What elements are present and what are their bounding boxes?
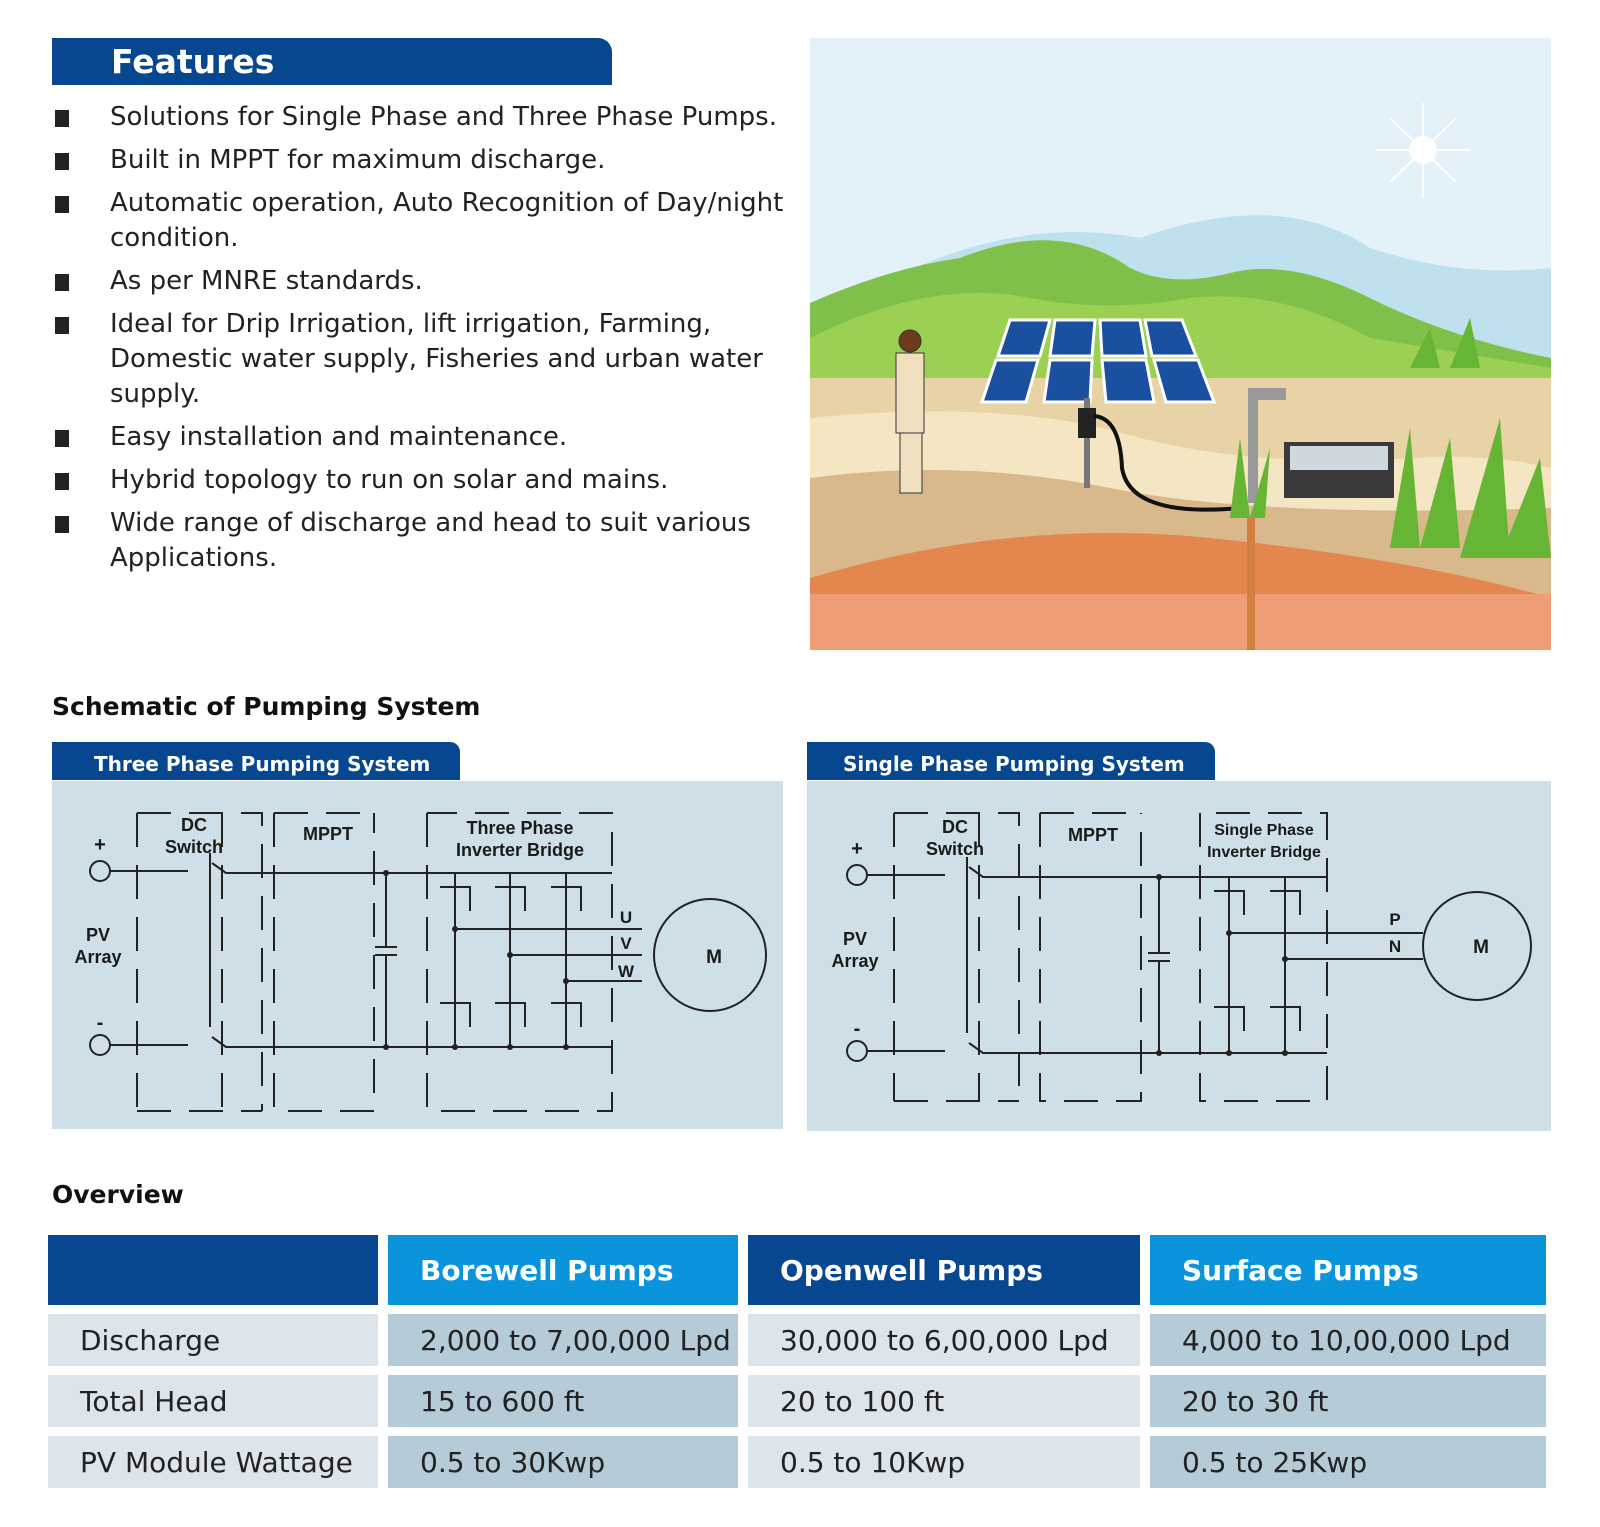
phase-w-label: W — [618, 962, 635, 981]
table-header-cell: Surface Pumps — [1150, 1235, 1546, 1305]
switch-label: Switch — [926, 839, 984, 859]
overview-table: Borewell Pumps Openwell Pumps Surface Pu… — [38, 1226, 1556, 1497]
table-cell: 0.5 to 30Kwp — [388, 1436, 738, 1488]
features-header-bar: Features — [52, 38, 612, 85]
single-phase-tab: Single Phase Pumping System — [807, 742, 1215, 780]
table-cell: PV Module Wattage — [48, 1436, 378, 1488]
table-row: PV Module Wattage 0.5 to 30Kwp 0.5 to 10… — [48, 1436, 1546, 1488]
inverter-label-line2: Inverter Bridge — [1207, 844, 1321, 861]
mppt-label: MPPT — [303, 824, 353, 844]
list-item: Easy installation and maintenance. — [52, 420, 812, 455]
table-row: Total Head 15 to 600 ft 20 to 100 ft 20 … — [48, 1375, 1546, 1427]
inverter-label-line1: Three Phase — [466, 818, 573, 838]
inverter-label-line2: Inverter Bridge — [456, 840, 584, 860]
table-cell: 20 to 30 ft — [1150, 1375, 1546, 1427]
table-cell: 4,000 to 10,00,000 Lpd — [1150, 1314, 1546, 1366]
table-row: Discharge 2,000 to 7,00,000 Lpd 30,000 t… — [48, 1314, 1546, 1366]
phase-v-label: V — [620, 934, 632, 953]
table-header-cell: Openwell Pumps — [748, 1235, 1140, 1305]
inverter-label-line1: Single Phase — [1214, 822, 1314, 839]
square-bullet-icon — [55, 473, 69, 490]
three-phase-schematic-panel: + - PV Array DC Switch MPPT Three Phase … — [52, 781, 783, 1129]
list-item: Solutions for Single Phase and Three Pha… — [52, 100, 812, 135]
table-cell: 0.5 to 25Kwp — [1150, 1436, 1546, 1488]
pv-minus-label: - — [854, 1018, 861, 1040]
table-cell: Total Head — [48, 1375, 378, 1427]
overview-title: Overview — [52, 1180, 184, 1209]
table-cell: 0.5 to 10Kwp — [748, 1436, 1140, 1488]
table-cell: Discharge — [48, 1314, 378, 1366]
dc-label: DC — [942, 817, 968, 837]
table-cell: 30,000 to 6,00,000 Lpd — [748, 1314, 1140, 1366]
pv-minus-label: - — [97, 1012, 104, 1034]
phase-u-label: U — [620, 908, 632, 927]
single-phase-schematic-panel: + - PV Array DC Switch MPPT Single Phase… — [807, 781, 1551, 1131]
single-phase-circuit-diagram: + - PV Array DC Switch MPPT Single Phase… — [831, 812, 1532, 1102]
square-bullet-icon — [55, 516, 69, 533]
pv-plus-label: + — [94, 834, 106, 856]
pv-plus-label: + — [851, 838, 863, 860]
table-header-cell: Borewell Pumps — [388, 1235, 738, 1305]
square-bullet-icon — [55, 110, 69, 127]
mppt-label: MPPT — [1068, 825, 1118, 845]
list-item: Ideal for Drip Irrigation, lift irrigati… — [52, 307, 812, 412]
pv-label: PV — [86, 925, 110, 945]
list-item: Wide range of discharge and head to suit… — [52, 506, 812, 576]
list-item: Built in MPPT for maximum discharge. — [52, 143, 812, 178]
table-cell: 20 to 100 ft — [748, 1375, 1140, 1427]
features-title: Features — [111, 42, 275, 81]
three-phase-circuit-diagram: + - PV Array DC Switch MPPT Three Phase … — [74, 812, 767, 1112]
solar-pump-illustration — [810, 38, 1551, 650]
table-header-cell — [48, 1235, 378, 1305]
list-item: Hybrid topology to run on solar and main… — [52, 463, 812, 498]
square-bullet-icon — [55, 274, 69, 291]
pv-label: PV — [843, 929, 867, 949]
schematic-title: Schematic of Pumping System — [52, 692, 481, 721]
switch-label: Switch — [165, 837, 223, 857]
table-cell: 15 to 600 ft — [388, 1375, 738, 1427]
phase-p-label: P — [1389, 910, 1400, 929]
dc-label: DC — [181, 815, 207, 835]
square-bullet-icon — [55, 153, 69, 170]
square-bullet-icon — [55, 430, 69, 447]
motor-label: M — [706, 947, 722, 968]
array-label: Array — [831, 951, 878, 971]
list-item: Automatic operation, Auto Recognition of… — [52, 186, 812, 256]
motor-label: M — [1473, 937, 1489, 958]
neutral-n-label: N — [1389, 937, 1401, 956]
list-item: As per MNRE standards. — [52, 264, 812, 299]
square-bullet-icon — [55, 196, 69, 213]
three-phase-tab: Three Phase Pumping System — [52, 742, 460, 780]
array-label: Array — [74, 947, 121, 967]
table-header-row: Borewell Pumps Openwell Pumps Surface Pu… — [48, 1235, 1546, 1305]
features-list: Solutions for Single Phase and Three Pha… — [52, 100, 812, 584]
square-bullet-icon — [55, 317, 69, 334]
table-cell: 2,000 to 7,00,000 Lpd — [388, 1314, 738, 1366]
